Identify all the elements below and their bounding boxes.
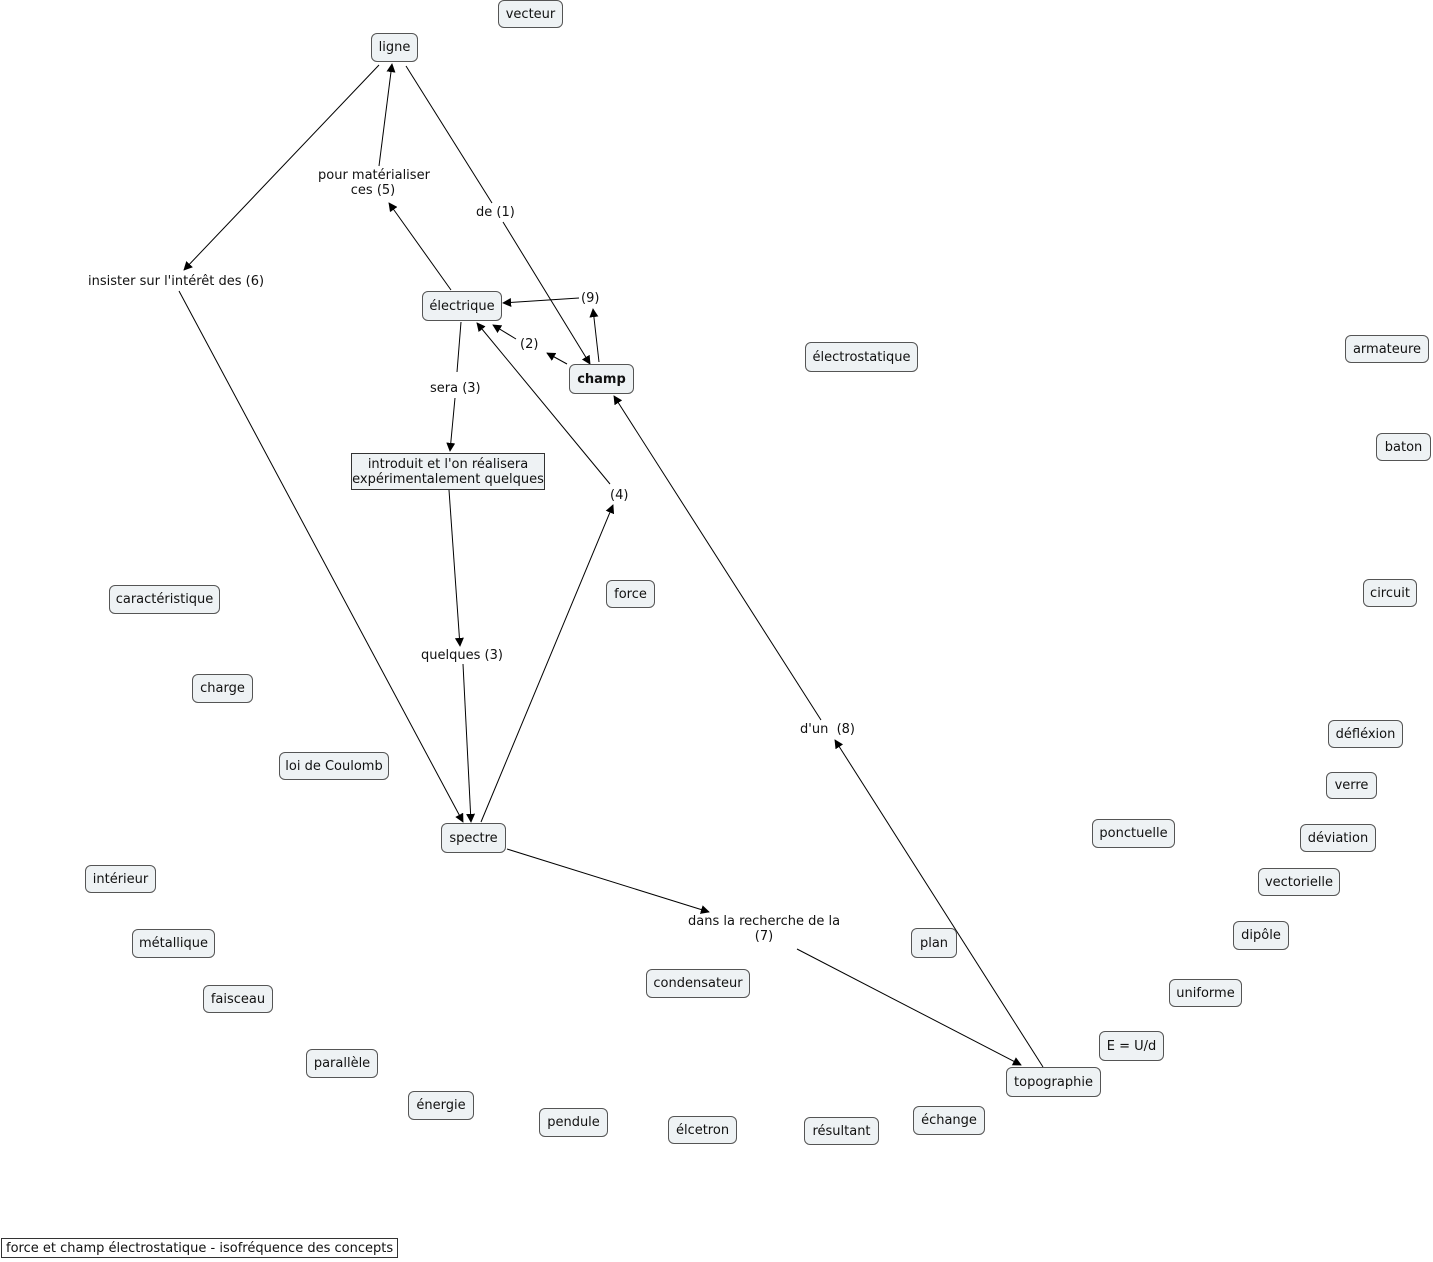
node-dipole[interactable]: dipôle <box>1233 921 1289 950</box>
node-circuit[interactable]: circuit <box>1363 579 1417 607</box>
node-champ[interactable]: champ <box>569 364 634 394</box>
node-e-equals-u-over-d[interactable]: E = U/d <box>1099 1031 1164 1061</box>
link-label-2[interactable]: (2) <box>520 337 539 352</box>
node-electrique[interactable]: électrique <box>422 291 502 321</box>
node-spectre[interactable]: spectre <box>441 823 506 853</box>
link-label-dun-8[interactable]: d'un (8) <box>800 722 855 737</box>
link-label-de-1[interactable]: de (1) <box>476 205 515 220</box>
link-label-pour-materialiser-line2: ces (5) <box>350 183 396 198</box>
map-caption: force et champ électrostatique - isofréq… <box>1 1238 399 1258</box>
node-echange[interactable]: échange <box>913 1106 985 1135</box>
node-verre[interactable]: verre <box>1326 772 1377 799</box>
link-spectre-4 <box>480 504 615 823</box>
node-faisceau[interactable]: faisceau <box>203 985 273 1013</box>
node-charge[interactable]: charge <box>192 674 253 703</box>
node-parallele[interactable]: parallèle <box>306 1049 378 1078</box>
node-loi-de-coulomb[interactable]: loi de Coulomb <box>279 752 389 780</box>
node-force[interactable]: force <box>606 580 655 608</box>
node-uniforme[interactable]: uniforme <box>1169 979 1242 1007</box>
link-label-4[interactable]: (4) <box>610 488 629 503</box>
link-label-dans-line1: dans la recherche de la <box>688 914 841 929</box>
link-4-electrique <box>476 322 611 485</box>
link-dans-topographie <box>796 948 1022 1066</box>
node-topographie[interactable]: topographie <box>1006 1067 1101 1097</box>
link-de1-champ <box>502 221 591 365</box>
link-champ-9 <box>589 308 600 363</box>
link-quelques-spectre <box>462 663 476 823</box>
node-ligne[interactable]: ligne <box>371 33 418 62</box>
node-interieur[interactable]: intérieur <box>85 865 156 893</box>
link-introduit-quelques <box>448 489 464 647</box>
link-label-dans-la-recherche[interactable]: dans la recherche de la (7) <box>688 914 840 944</box>
link-9-electrique <box>502 297 580 307</box>
node-energie[interactable]: énergie <box>408 1091 474 1120</box>
node-introduit-line1: introduit et l'on réalisera <box>367 456 529 472</box>
link-materialiser-ligne <box>378 63 396 167</box>
node-vecteur[interactable]: vecteur <box>498 0 563 28</box>
node-elcetron[interactable]: élcetron <box>668 1116 737 1144</box>
link-8-champ <box>613 395 822 721</box>
node-deviation[interactable]: déviation <box>1300 824 1376 852</box>
link-2-electrique <box>492 324 517 340</box>
link-ligne-insister <box>183 64 380 271</box>
node-resultant[interactable]: résultant <box>804 1117 879 1145</box>
link-insister-spectre <box>178 290 464 823</box>
node-introduit[interactable]: introduit et l'on réalisera expérimental… <box>351 453 545 490</box>
node-condensateur[interactable]: condensateur <box>646 969 750 998</box>
link-sera-introduit <box>446 397 456 452</box>
node-plan[interactable]: plan <box>911 928 957 958</box>
link-label-pour-materialiser-line1: pour matérialiser <box>318 168 430 183</box>
node-vectorielle[interactable]: vectorielle <box>1258 868 1340 896</box>
node-caracteristique[interactable]: caractéristique <box>109 585 220 614</box>
link-spectre-dans <box>506 848 710 914</box>
link-label-dans-line2: (7) <box>754 929 774 944</box>
node-electrostatique[interactable]: électrostatique <box>805 342 918 372</box>
link-ligne-de1 <box>405 65 493 204</box>
node-metallique[interactable]: métallique <box>132 929 215 958</box>
link-label-insister[interactable]: insister sur l'intérêt des (6) <box>88 274 265 289</box>
link-topographie-8 <box>834 739 1044 1068</box>
node-deflexion[interactable]: défléxion <box>1328 720 1403 748</box>
node-pendule[interactable]: pendule <box>539 1108 608 1137</box>
node-armateure[interactable]: armateure <box>1345 335 1429 363</box>
node-ponctuelle[interactable]: ponctuelle <box>1092 819 1175 848</box>
node-baton[interactable]: baton <box>1376 433 1431 461</box>
link-electrique-sera <box>456 321 462 373</box>
link-label-pour-materialiser[interactable]: pour matérialiser ces (5) <box>318 168 430 198</box>
node-introduit-line2: expérimentalement quelques <box>352 471 544 487</box>
link-champ-2 <box>546 352 568 365</box>
link-label-quelques-3[interactable]: quelques (3) <box>421 648 503 663</box>
link-electrique-materialiser <box>388 202 452 291</box>
link-label-9[interactable]: (9) <box>581 291 600 306</box>
link-label-sera-3[interactable]: sera (3) <box>430 381 481 396</box>
